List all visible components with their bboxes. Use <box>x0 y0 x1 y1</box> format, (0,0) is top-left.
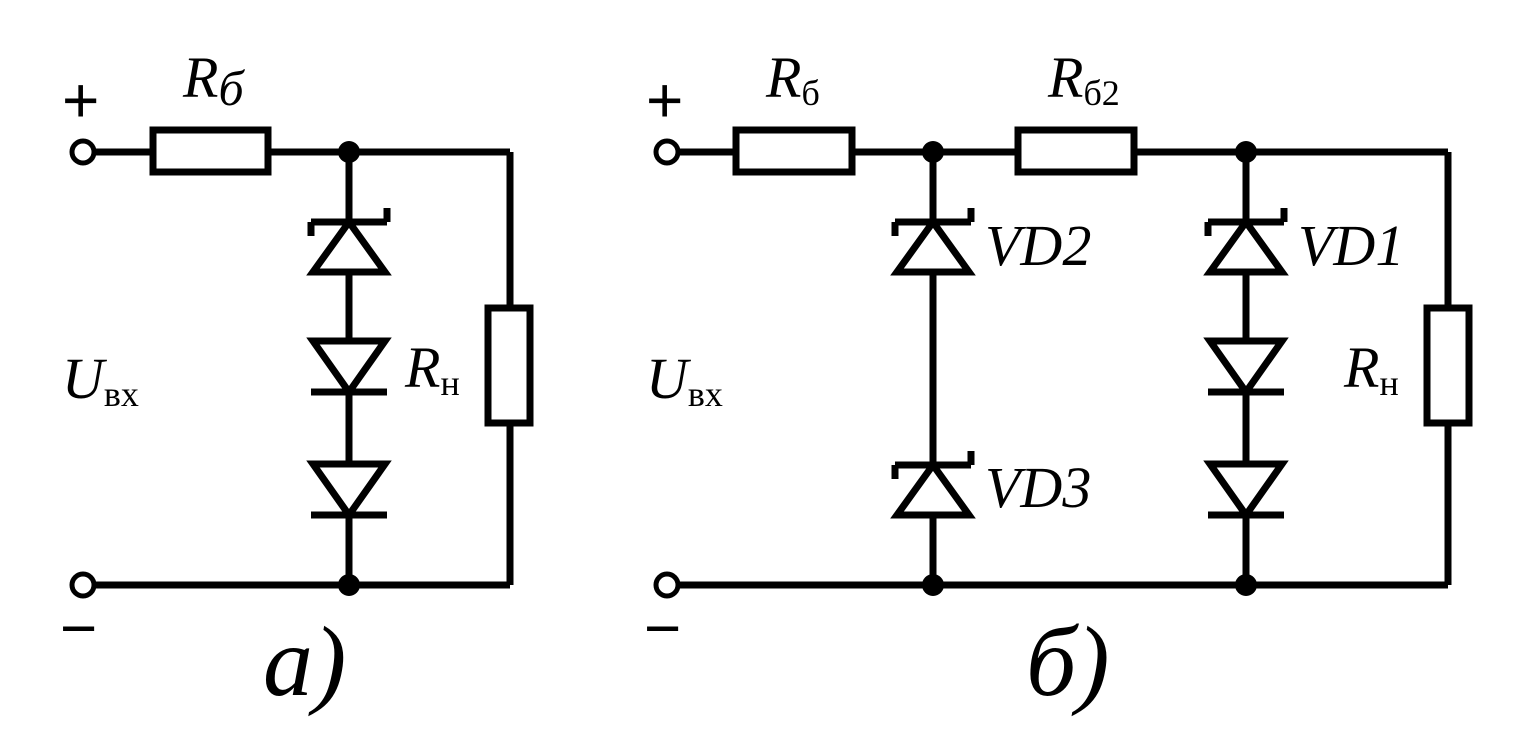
label-uvx-a: Uвх <box>62 346 139 414</box>
zener-diode-vd2 <box>890 208 976 276</box>
label-rn-b: Rн <box>1343 335 1399 403</box>
junction-b-top-1 <box>922 141 944 163</box>
label-vd3: VD3 <box>985 455 1091 520</box>
label-rn-a: Rн <box>404 335 460 403</box>
resistor-rn-b <box>1423 304 1473 427</box>
diode-a-1 <box>306 337 392 399</box>
junction-b-bottom-1 <box>922 574 944 596</box>
label-rb-b: Rб <box>765 45 820 113</box>
circuit-a <box>69 126 534 599</box>
terminal-plus-b <box>653 138 681 166</box>
minus-sign-b: − <box>644 592 681 664</box>
junction-a-top <box>338 141 360 163</box>
junction-b-bottom-2 <box>1235 574 1257 596</box>
zener-diode-vd1 <box>1203 208 1289 276</box>
resistor-rn-a <box>484 304 534 427</box>
label-rb-a: Rб <box>182 45 245 116</box>
terminal-plus-a <box>69 138 97 166</box>
zener-diode-a <box>306 208 392 276</box>
label-vd1: VD1 <box>1298 213 1404 278</box>
resistor-rb2-b <box>1014 126 1138 176</box>
resistor-rb-a <box>149 126 272 176</box>
minus-sign-a: − <box>60 592 97 664</box>
junction-b-top-2 <box>1235 141 1257 163</box>
resistor-rb-b <box>732 126 856 176</box>
caption-b: б) <box>1026 606 1110 717</box>
junction-a-bottom <box>338 574 360 596</box>
label-uvx-b: Uвх <box>646 346 723 414</box>
diode-b-1 <box>1203 337 1289 399</box>
plus-sign-b: + <box>646 64 683 136</box>
diode-a-2 <box>306 460 392 522</box>
zener-diode-vd3 <box>890 451 976 519</box>
circuit-b <box>653 126 1473 599</box>
label-rb2-b: Rб2 <box>1047 45 1120 113</box>
label-vd2: VD2 <box>985 213 1091 278</box>
caption-a: а) <box>263 606 346 717</box>
plus-sign-a: + <box>62 64 99 136</box>
diode-b-2 <box>1203 460 1289 522</box>
